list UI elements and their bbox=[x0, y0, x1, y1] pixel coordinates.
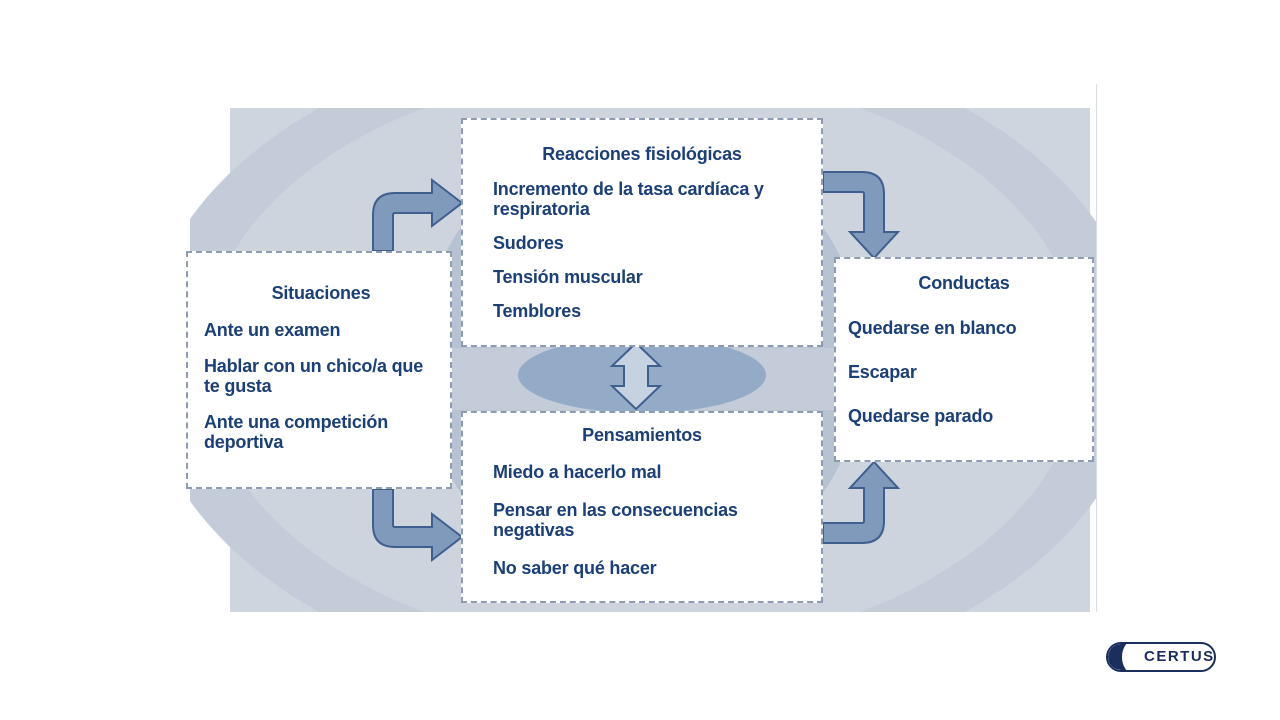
arrow-pensamientos-to-conductas bbox=[822, 460, 901, 544]
box-reacciones-list: Incremento de la tasa cardíaca y respira… bbox=[493, 179, 809, 321]
certus-logo: CERTUS bbox=[1106, 642, 1216, 672]
box-pensamientos-title: Pensamientos bbox=[582, 425, 702, 445]
arrow-situaciones-to-pensamientos bbox=[372, 488, 464, 563]
list-item: Ante una competición deportiva bbox=[204, 412, 389, 452]
list-item: Pensar en las consecuencias negativas bbox=[493, 500, 738, 540]
list-item: Sudores bbox=[493, 233, 564, 253]
box-situaciones-list: Ante un examen Hablar con un chico/a que… bbox=[204, 320, 438, 452]
logo-text: CERTUS bbox=[1144, 648, 1215, 665]
separator-line bbox=[1096, 84, 1097, 612]
list-item: Temblores bbox=[493, 301, 581, 321]
list-item: Hablar con un chico/a que te gusta bbox=[204, 356, 424, 396]
box-reacciones-title: Reacciones fisiológicas bbox=[542, 144, 742, 164]
list-item: Ante un examen bbox=[204, 320, 341, 340]
box-situaciones: Situaciones Ante un examen Hablar con un… bbox=[186, 251, 452, 489]
list-item: Quedarse parado bbox=[848, 406, 994, 426]
box-conductas: Conductas Quedarse en blanco Escapar Que… bbox=[834, 257, 1094, 462]
box-conductas-list: Quedarse en blanco Escapar Quedarse para… bbox=[848, 318, 1080, 426]
box-conductas-title: Conductas bbox=[918, 273, 1010, 293]
box-pensamientos: Pensamientos Miedo a hacerlo mal Pensar … bbox=[461, 411, 823, 603]
arrow-situaciones-to-reacciones bbox=[372, 177, 464, 252]
list-item: Miedo a hacerlo mal bbox=[493, 462, 662, 482]
box-situaciones-title: Situaciones bbox=[271, 283, 371, 303]
box-reacciones: Reacciones fisiológicas Incremento de la… bbox=[461, 118, 823, 347]
list-item: Escapar bbox=[848, 362, 917, 382]
list-item: No saber qué hacer bbox=[493, 558, 657, 578]
arrow-reacciones-pensamientos bbox=[609, 341, 663, 411]
list-item: Quedarse en blanco bbox=[848, 318, 1017, 338]
list-item: Tensión muscular bbox=[493, 267, 643, 287]
box-pensamientos-list: Miedo a hacerlo mal Pensar en las consec… bbox=[493, 462, 809, 578]
list-item: Incremento de la tasa cardíaca y respira… bbox=[493, 179, 764, 219]
arrow-reacciones-to-conductas bbox=[822, 171, 901, 260]
